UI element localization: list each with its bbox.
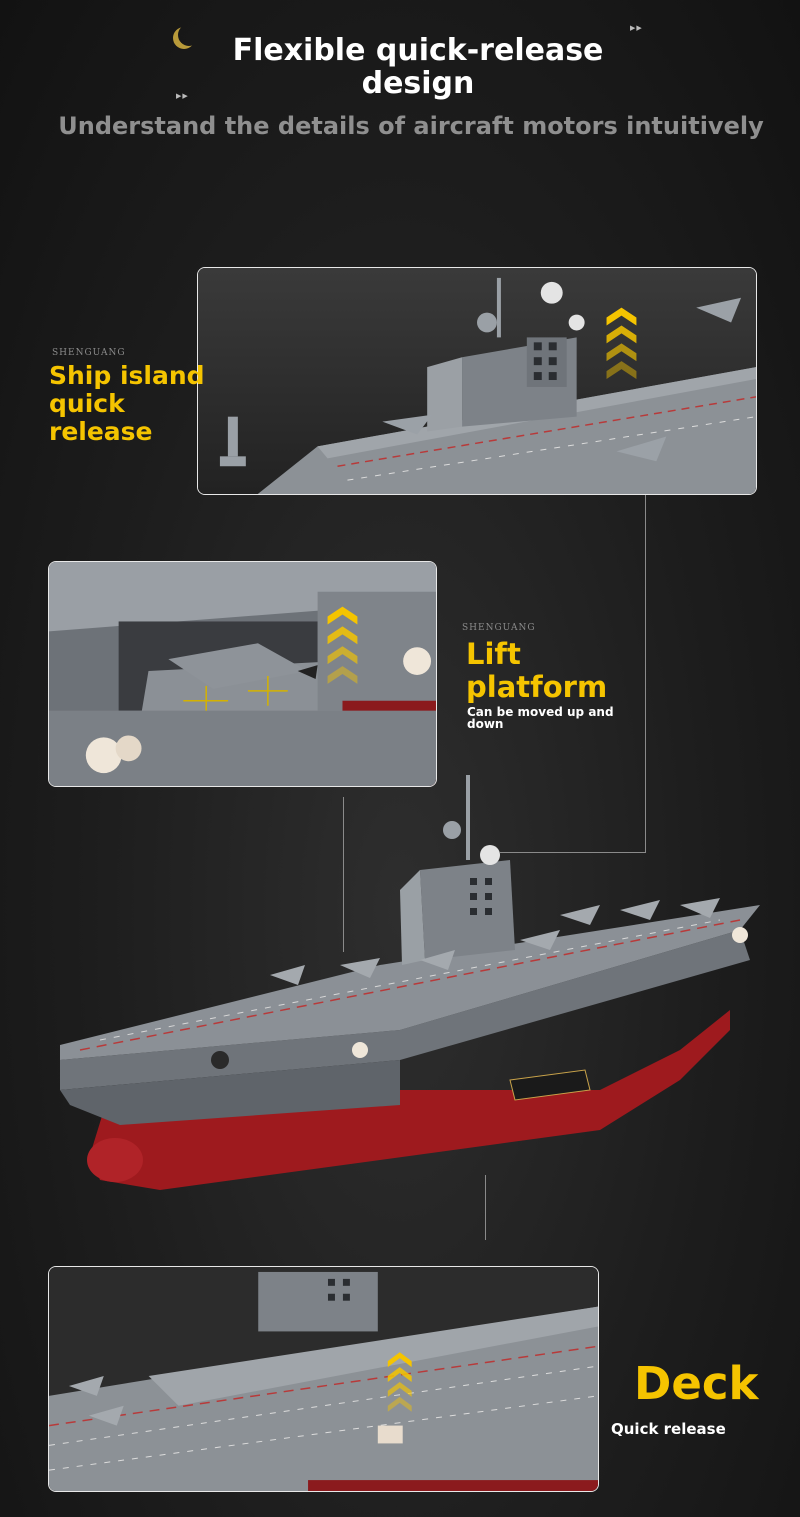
deck-title-line-1: Deck [634, 1357, 759, 1410]
arrow-decoration-icon: ▶▶ [630, 25, 643, 32]
connector-line [485, 1175, 486, 1240]
connector-line [645, 495, 646, 853]
lift-platform-description: Can be moved up and down [467, 705, 614, 731]
arrow-decoration-icon: ▶▶ [176, 93, 189, 100]
ship-island-title-line-2: quick [49, 389, 125, 418]
lift-platform-title-line-1: Lift [466, 637, 521, 671]
deck-illustration [49, 1267, 598, 1491]
connector-line [343, 797, 344, 952]
aircraft-carrier-model [40, 760, 780, 1220]
ship-island-small-label: SHENGUANG [52, 348, 126, 358]
lift-platform-title-line-2: platform [466, 670, 608, 704]
deck-description: Quick release [611, 1420, 726, 1438]
ship-island-title: Ship island quick release [49, 362, 205, 446]
aircraft-carrier-illustration [60, 775, 760, 1190]
deck-title: Deck [634, 1358, 758, 1410]
page-title: Flexible quick-release design [0, 34, 800, 100]
page-subtitle: Understand the details of aircraft motor… [58, 112, 764, 140]
ship-island-title-line-3: release [49, 417, 153, 446]
lift-platform-illustration [49, 562, 436, 786]
lift-platform-small-label: SHENGUANG [462, 623, 536, 633]
deck-photo [48, 1266, 599, 1492]
ship-island-photo [197, 267, 757, 495]
ship-island-title-line-1: Ship island [49, 361, 205, 390]
title-line-2: design [361, 66, 475, 101]
lift-platform-title: Lift platform [466, 638, 607, 704]
connector-line [500, 852, 646, 853]
ship-island-illustration [198, 268, 756, 494]
lift-platform-photo [48, 561, 437, 787]
title-line-1: Flexible quick-release [232, 33, 604, 68]
